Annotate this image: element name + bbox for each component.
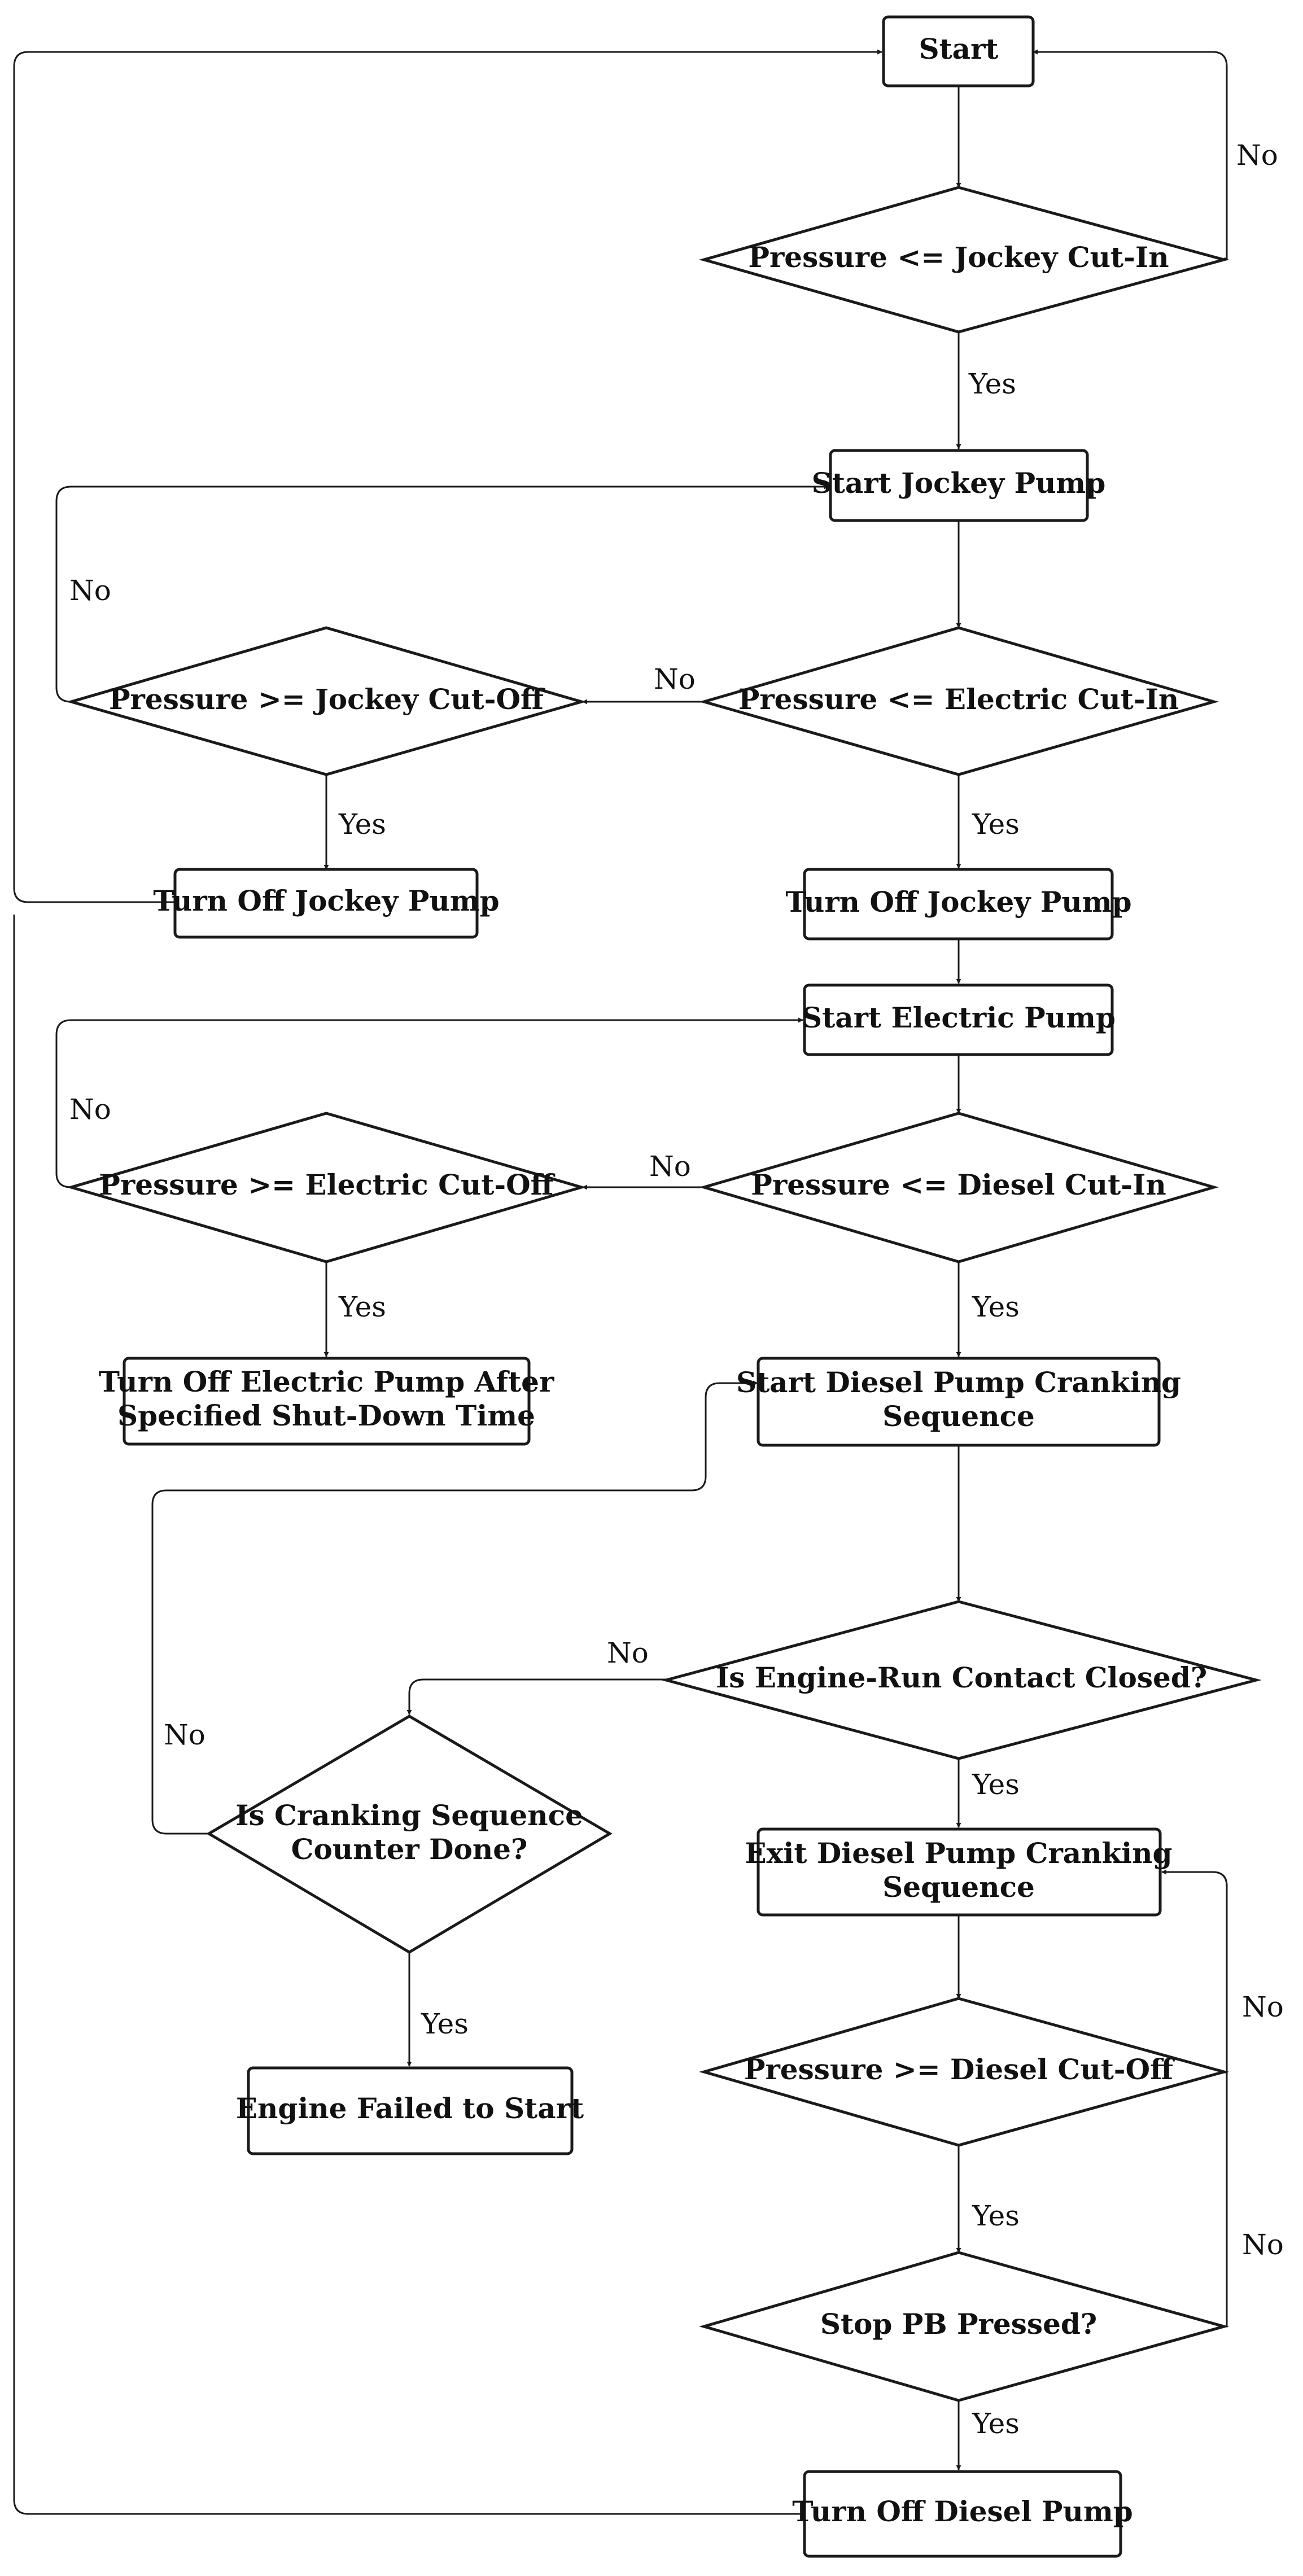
node-turn-off-jockey-right-label: Turn Off Jockey Pump <box>785 885 1131 919</box>
node-start-jockey-pump-box <box>829 449 1089 522</box>
decision-electric-cut-in: Pressure <= Electric Cut-In <box>698 626 1219 776</box>
label-diesel-cut-off-no: No <box>1242 1991 1284 2023</box>
decision-diesel-cut-in: Pressure <= Diesel Cut-In <box>699 1112 1219 1263</box>
decision-diesel-cut-off: Pressure >= Diesel Cut-Off <box>698 1997 1230 2147</box>
decision-jockey-cut-off: Pressure >= Jockey Cut-Off <box>65 626 587 776</box>
label-jockey-cut-in-yes: Yes <box>968 368 1016 400</box>
node-turn-off-jockey-right-box <box>803 868 1114 941</box>
connectors <box>13 49 1228 2515</box>
decision-diesel-cut-in-label: Pressure <= Diesel Cut-In <box>751 1168 1166 1201</box>
node-start-electric-pump-box <box>803 983 1114 1056</box>
label-diesel-cut-off-yes: Yes <box>972 2199 1020 2232</box>
label-stop-pb-yes: Yes <box>972 2407 1020 2440</box>
node-turn-off-jockey-left: Turn Off Jockey Pump <box>153 868 500 939</box>
decision-engine-run: Is Engine-Run Contact Closed? <box>661 1600 1262 1760</box>
decision-jockey-cut-in-label: Pressure <= Jockey Cut-In <box>748 240 1169 274</box>
node-turn-off-electric: Turn Off Electric Pump After Specified S… <box>99 1357 554 1446</box>
label-stop-pb-no: No <box>1242 2228 1284 2261</box>
edge-turn-off-jockey-to-start <box>13 49 882 903</box>
node-engine-failed-label: Engine Failed to Start <box>236 2092 584 2125</box>
label-electric-cut-in-yes: Yes <box>972 808 1020 841</box>
node-start: Start <box>882 15 1035 88</box>
label-cranking-yes: Yes <box>421 2008 469 2040</box>
decision-stop-pb-shape <box>699 2251 1230 2402</box>
node-start-label: Start <box>919 32 998 65</box>
node-turn-off-diesel-label: Turn Off Diesel Pump <box>792 2495 1133 2528</box>
decision-diesel-cut-off-shape <box>698 1997 1230 2147</box>
decision-cranking-counter-label-line1: Is Cranking Sequence <box>235 1799 583 1832</box>
node-turn-off-jockey-left-box <box>173 868 479 939</box>
node-turn-off-jockey-right: Turn Off Jockey Pump <box>785 868 1132 941</box>
label-jockey-cut-off-yes: Yes <box>338 808 386 841</box>
label-cranking-no: No <box>164 1718 205 1751</box>
label-jockey-cut-off-no: No <box>69 574 111 607</box>
decision-electric-cut-in-label: Pressure <= Electric Cut-In <box>738 683 1179 716</box>
edge-stop-pb-no-loop <box>1162 1871 1228 2328</box>
node-turn-off-electric-label-line2: Specified Shut-Down Time <box>117 1399 535 1432</box>
node-start-diesel-cranking-box <box>757 1357 1161 1447</box>
node-start-electric-pump-label: Start Electric Pump <box>802 1001 1116 1034</box>
decision-jockey-cut-off-label: Pressure >= Jockey Cut-Off <box>109 683 545 716</box>
label-diesel-cut-in-no: No <box>649 1150 691 1183</box>
node-exit-diesel-cranking-label-line2: Sequence <box>882 1870 1035 1904</box>
node-start-diesel-cranking-label-line2: Sequence <box>882 1399 1035 1433</box>
decision-stop-pb: Stop PB Pressed? <box>699 2251 1230 2402</box>
decision-electric-cut-off: Pressure >= Electric Cut-Off <box>66 1112 587 1263</box>
label-engine-run-no: No <box>607 1637 649 1669</box>
edge-electric-cut-off-no-loop <box>55 1017 803 1188</box>
decision-cranking-counter-label-line2: Counter Done? <box>291 1832 528 1866</box>
node-start-electric-pump: Start Electric Pump <box>802 983 1116 1056</box>
node-turn-off-electric-label-line1: Turn Off Electric Pump After <box>99 1365 554 1398</box>
decision-stop-pb-label: Stop PB Pressed? <box>820 2307 1097 2341</box>
label-electric-cut-off-yes: Yes <box>338 1291 386 1323</box>
edge-jockey-cut-off-no-loop <box>55 484 829 703</box>
decision-diesel-cut-in-shape <box>699 1112 1219 1263</box>
decision-engine-run-shape <box>661 1600 1262 1760</box>
node-start-jockey-pump: Start Jockey Pump <box>812 449 1106 522</box>
node-engine-failed-box <box>247 2066 574 2155</box>
edge-diesel-cut-off-no-loop <box>1161 1869 1228 2074</box>
node-exit-diesel-cranking-box <box>757 1827 1162 1917</box>
decision-diesel-cut-off-label: Pressure >= Diesel Cut-Off <box>744 2053 1175 2086</box>
edge-engine-run-no <box>406 1678 666 1715</box>
node-turn-off-diesel: Turn Off Diesel Pump <box>792 2470 1133 2558</box>
label-engine-run-yes: Yes <box>972 1768 1020 1801</box>
label-electric-cut-off-no: No <box>69 1093 111 1126</box>
node-turn-off-electric-box <box>123 1357 531 1446</box>
edge-jockey-cut-in-no-loop <box>1033 49 1228 260</box>
node-exit-diesel-cranking: Exit Diesel Pump Cranking Sequence <box>745 1827 1173 1917</box>
label-jockey-cut-in-no: No <box>1236 139 1278 172</box>
node-start-diesel-cranking-label-line1: Start Diesel Pump Cranking <box>736 1366 1181 1399</box>
decision-electric-cut-off-shape <box>66 1112 587 1263</box>
decision-jockey-cut-in-shape <box>698 186 1230 334</box>
node-start-diesel-cranking: Start Diesel Pump Cranking Sequence <box>736 1357 1181 1447</box>
edge-cranking-no-loop <box>151 1380 758 1835</box>
node-engine-failed: Engine Failed to Start <box>236 2066 584 2155</box>
node-turn-off-jockey-left-label: Turn Off Jockey Pump <box>153 884 499 917</box>
node-turn-off-diesel-box <box>803 2470 1122 2558</box>
nodes: Start Pressure <= Jockey Cut-In Start Jo… <box>65 15 1262 2558</box>
edge-turn-off-diesel-to-start <box>13 915 804 2515</box>
node-exit-diesel-cranking-label-line1: Exit Diesel Pump Cranking <box>745 1836 1172 1870</box>
decision-electric-cut-off-label: Pressure >= Electric Cut-Off <box>99 1168 555 1201</box>
decision-engine-run-label: Is Engine-Run Contact Closed? <box>716 1661 1207 1694</box>
node-start-jockey-pump-label: Start Jockey Pump <box>812 466 1106 500</box>
decision-jockey-cut-in: Pressure <= Jockey Cut-In <box>698 186 1230 334</box>
decision-jockey-cut-off-shape <box>65 626 587 776</box>
decision-electric-cut-in-shape <box>698 626 1219 776</box>
edge-labels: No Yes No No Yes Yes No No Yes Yes No No… <box>69 139 1284 2440</box>
node-start-box <box>882 15 1035 88</box>
decision-cranking-counter-shape <box>206 1715 613 1954</box>
decision-cranking-counter: Is Cranking Sequence Counter Done? <box>206 1715 613 1954</box>
label-electric-cut-in-no: No <box>654 663 696 696</box>
label-diesel-cut-in-yes: Yes <box>972 1291 1020 1323</box>
